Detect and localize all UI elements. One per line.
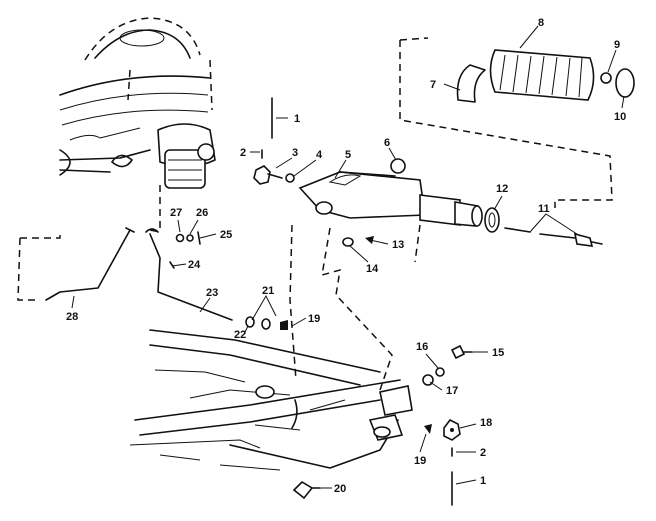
part-18-gear — [443, 418, 461, 441]
part-14-washer — [342, 237, 354, 247]
callout-3: 3 — [292, 147, 298, 159]
callout-17: 17 — [446, 385, 458, 397]
steering-link — [321, 227, 393, 391]
part-13-nut — [365, 236, 374, 244]
part-21-washer — [261, 318, 271, 330]
callout-6: 6 — [384, 137, 390, 149]
callout-20: 20 — [334, 483, 346, 495]
callout-labels: 1 2 3 4 5 6 7 8 9 10 11 12 13 14 15 16 1… — [66, 17, 626, 495]
callout-19: 19 — [308, 313, 320, 325]
part-26-washer — [186, 234, 194, 242]
part-25-clip — [197, 231, 201, 245]
part-4-washer — [285, 173, 295, 183]
callout-26: 26 — [196, 207, 208, 219]
part-12-ring — [484, 207, 500, 233]
callout-7: 7 — [430, 79, 436, 91]
lower-frame — [129, 329, 413, 471]
leader-lines — [71, 25, 625, 489]
part-23-rod — [145, 228, 233, 321]
callout-21: 21 — [262, 285, 274, 297]
callout-16: 16 — [416, 341, 428, 353]
callout-11: 11 — [538, 203, 550, 215]
callout-8: 8 — [538, 17, 544, 29]
part-24-pin — [169, 261, 175, 269]
callout-28: 28 — [66, 311, 78, 323]
part-19-nut — [280, 320, 288, 330]
tiller-arm — [298, 171, 483, 227]
callout-9: 9 — [614, 39, 620, 51]
engine-boundary — [20, 229, 161, 239]
callout-14: 14 — [366, 263, 379, 275]
part-27-washer — [175, 233, 185, 243]
part-10-cap — [615, 68, 635, 98]
grip-box — [399, 40, 613, 208]
callout-10: 10 — [614, 111, 626, 123]
part-7-ring — [456, 64, 486, 103]
callout-2-lower: 2 — [480, 447, 486, 459]
callout-23: 23 — [206, 287, 218, 299]
callout-13: 13 — [392, 239, 404, 251]
callout-18: 18 — [480, 417, 492, 429]
part-28-rod — [45, 227, 135, 301]
engine-block — [59, 17, 216, 189]
callout-22: 22 — [234, 329, 246, 341]
callout-4: 4 — [316, 149, 323, 161]
callout-25: 25 — [220, 229, 232, 241]
part-3-bolt — [253, 165, 283, 185]
part-8-grip — [489, 49, 595, 101]
callout-24: 24 — [188, 259, 201, 271]
callout-1-lower: 1 — [480, 475, 486, 487]
callout-19-lower: 19 — [414, 455, 426, 467]
callout-27: 27 — [170, 207, 182, 219]
part-19-nut-lower — [424, 424, 432, 434]
callout-5: 5 — [345, 149, 351, 161]
part-20-fitting — [292, 480, 321, 500]
callout-15: 15 — [492, 347, 504, 359]
callout-1: 1 — [294, 113, 300, 125]
part-16-washer — [435, 367, 445, 377]
part-6-knob — [390, 158, 406, 174]
part-11-cable — [504, 227, 603, 247]
callout-12: 12 — [496, 183, 508, 195]
callout-2: 2 — [240, 147, 246, 159]
part-9-nut — [600, 72, 612, 84]
